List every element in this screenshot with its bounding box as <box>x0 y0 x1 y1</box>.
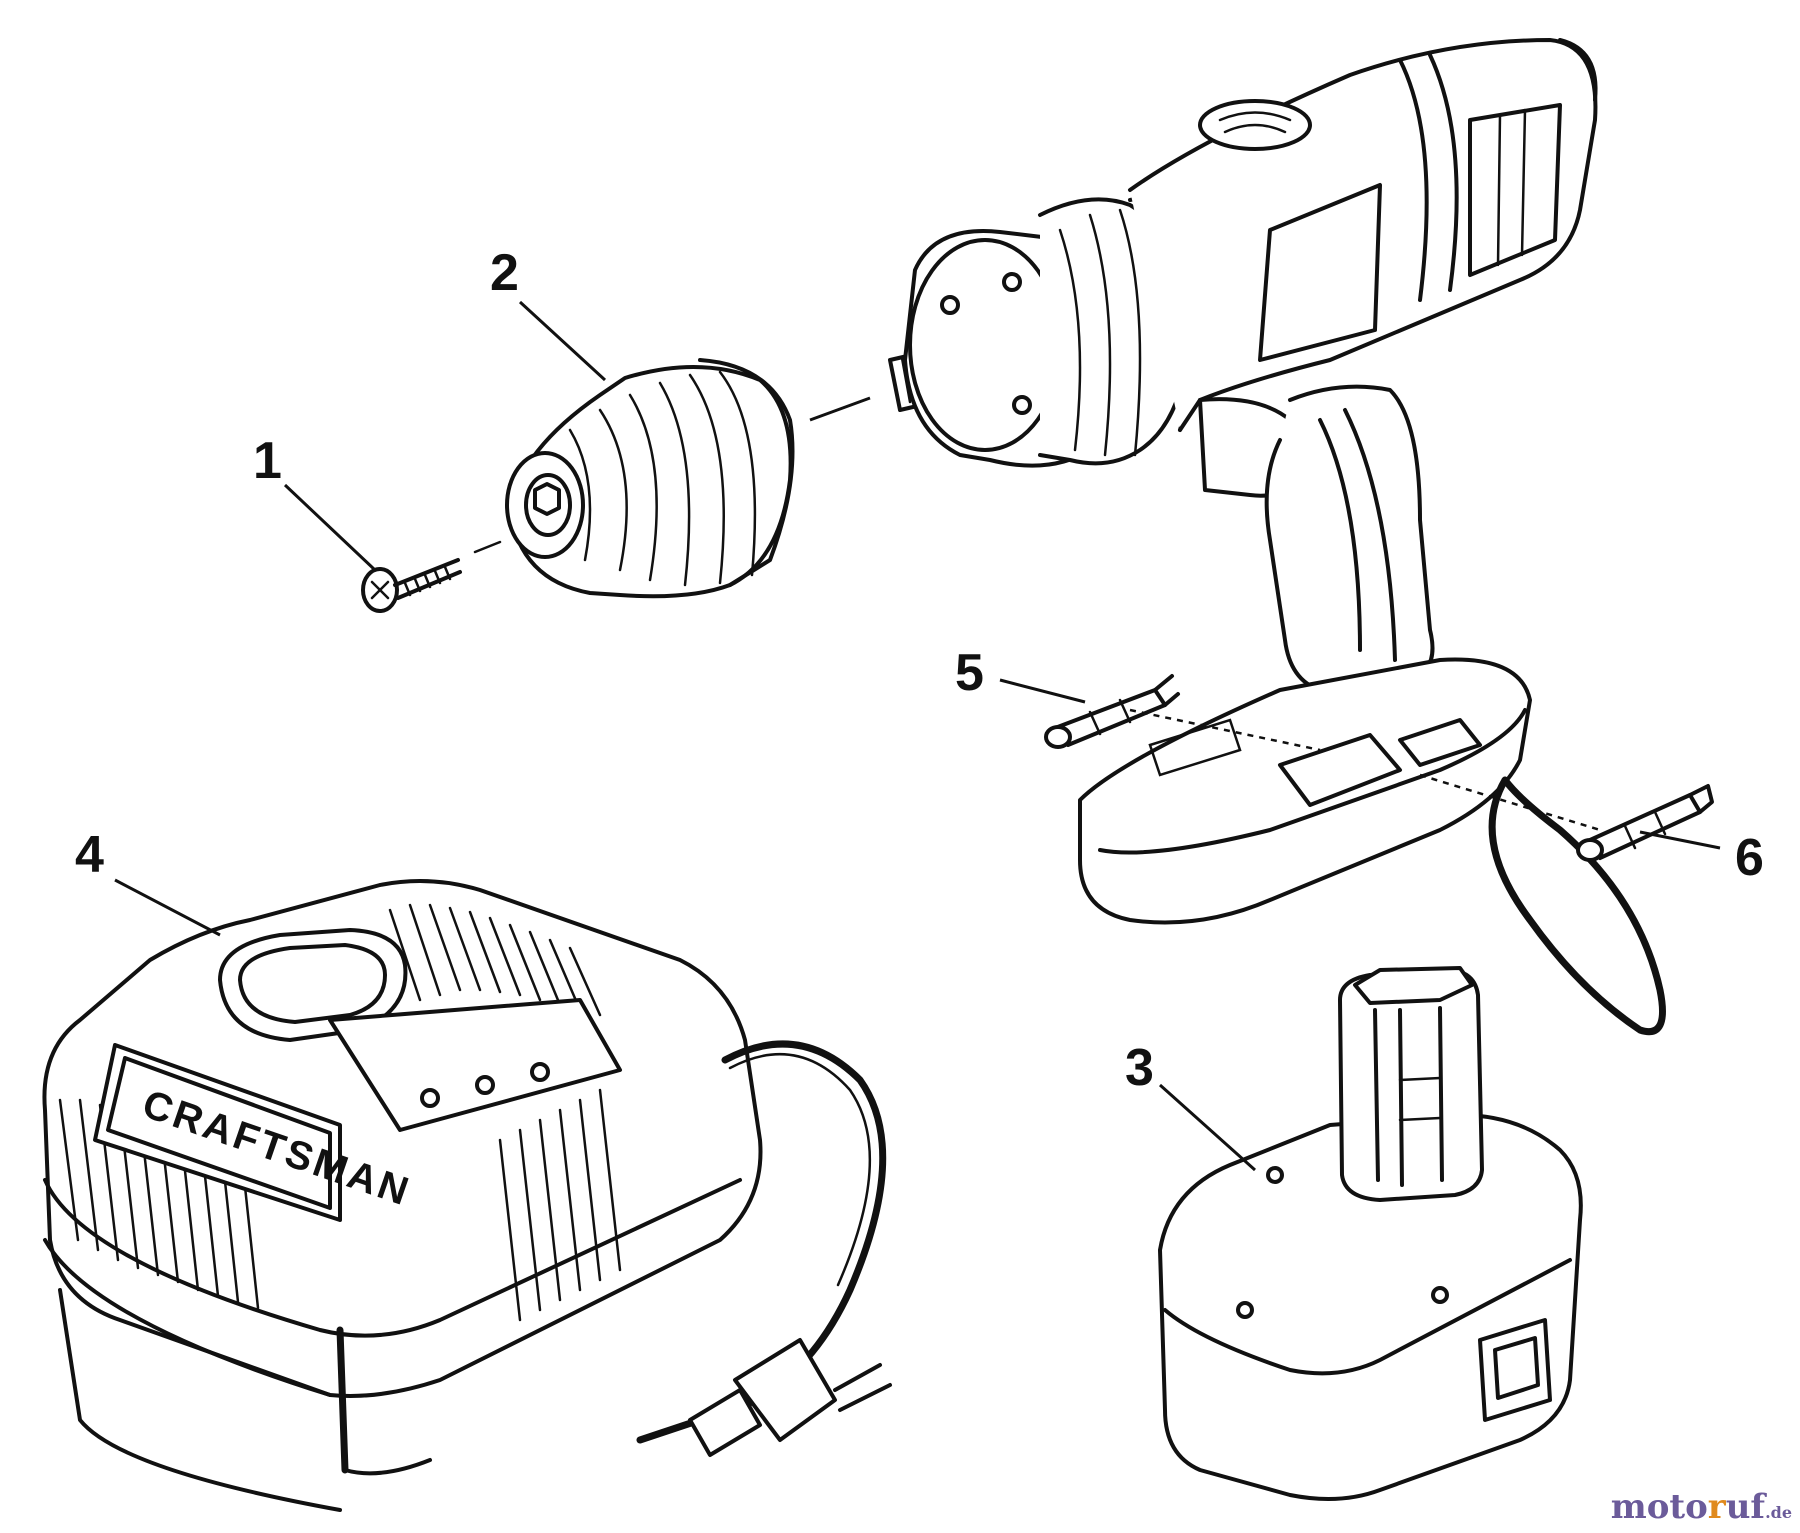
leader-line-1 <box>283 483 377 572</box>
callout-4: 4 <box>75 826 104 884</box>
leader-line-2 <box>518 300 607 382</box>
part-2-chuck <box>505 358 795 599</box>
part-6-bit <box>1576 784 1714 862</box>
leader-line-4 <box>114 878 221 937</box>
callout-3: 3 <box>1125 1039 1154 1097</box>
bit-5-guide-line <box>1129 708 1321 752</box>
watermark-logo: motoruf.de <box>1610 1487 1792 1527</box>
part-5-bit <box>1044 674 1180 749</box>
part-1-screw <box>361 540 502 613</box>
leader-line-3 <box>1158 1083 1257 1172</box>
part-4-charger: CRAFTSMAN <box>42 879 892 1512</box>
part-3-battery <box>1158 966 1583 1501</box>
bit-6-guide-line <box>1419 773 1601 832</box>
callout-2: 2 <box>490 244 519 302</box>
leader-line-6 <box>1639 830 1721 850</box>
chuck-alignment-line <box>809 396 871 422</box>
drill-body: 12 10 8 <box>888 38 1666 1035</box>
callout-6: 6 <box>1735 829 1764 887</box>
callout-5: 5 <box>955 644 984 702</box>
leader-line-5 <box>999 678 1086 704</box>
callout-1: 1 <box>253 432 282 490</box>
